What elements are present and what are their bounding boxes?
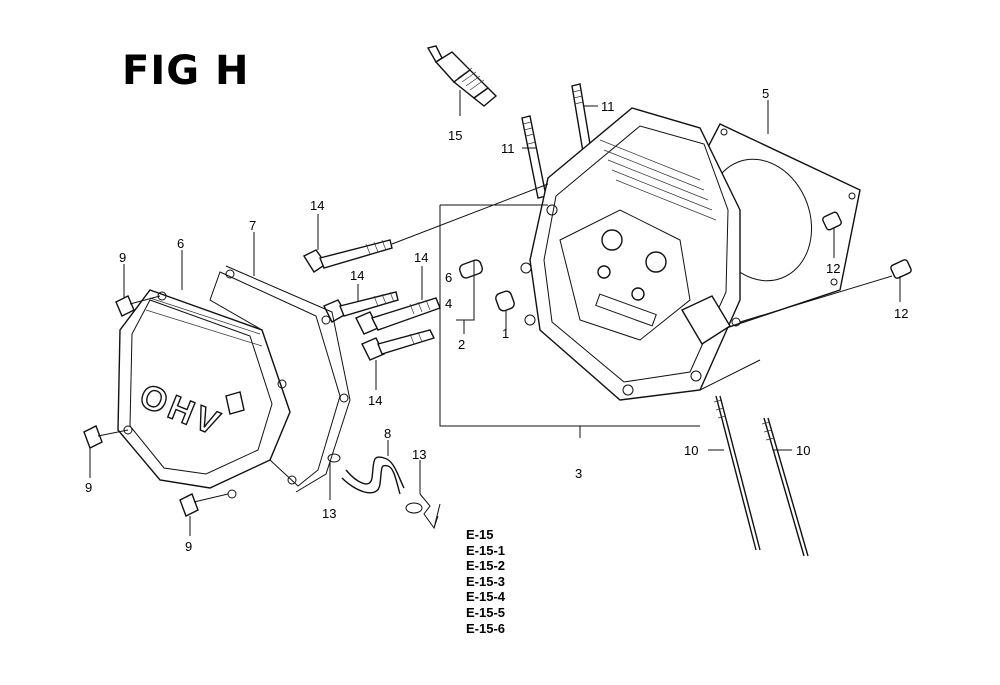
dowel-far-right xyxy=(890,259,912,279)
reference-item: E-15-5 xyxy=(466,604,506,620)
callout-cover-bolt-left: 9 xyxy=(85,480,92,495)
head-bolt-long xyxy=(302,239,393,273)
callout-head-gasket: 5 xyxy=(762,86,769,101)
callout-dowel-right: 12 xyxy=(826,261,840,276)
reference-item: E-15-6 xyxy=(466,620,506,636)
head-bolt-short-upper xyxy=(355,297,441,335)
callout-cover-gasket: 7 xyxy=(249,218,256,233)
callout-stud-upper: 11 xyxy=(601,99,615,114)
cover-gasket xyxy=(209,265,351,493)
callout-guide-set-mid: 4 xyxy=(445,296,452,311)
spark-plug xyxy=(426,45,498,107)
callout-stud-left: 11 xyxy=(501,141,515,156)
reference-item: E-15-4 xyxy=(466,589,506,605)
reference-item: E-15-2 xyxy=(466,558,506,574)
callout-pushrod-right: 10 xyxy=(796,443,810,458)
callout-head-bolt-short-lower: 14 xyxy=(368,393,382,408)
callout-spark-plug: 15 xyxy=(448,128,462,143)
callout-guide-set-top: 6 xyxy=(445,270,452,285)
callout-head-bolt-mid: 14 xyxy=(350,268,364,283)
head-bolt-short-lower xyxy=(361,329,435,361)
callout-guide-pin: 1 xyxy=(502,326,509,341)
callout-breather-tube: 8 xyxy=(384,426,391,441)
callout-dowel-far-right: 12 xyxy=(894,306,908,321)
reference-item: E-15-1 xyxy=(466,542,506,558)
cover-bolt-left xyxy=(83,425,129,449)
pushrod-right xyxy=(761,417,809,557)
pushrod-left xyxy=(713,395,761,551)
guide-set xyxy=(458,259,515,312)
callout-clip-right: 13 xyxy=(412,447,426,462)
callout-head-bolt-short-upper: 14 xyxy=(414,250,428,265)
callout-cylinder-head: 3 xyxy=(575,466,582,481)
reference-item: E-15-3 xyxy=(466,573,506,589)
head-bolt-mid xyxy=(323,291,399,323)
figure-title: FIG H xyxy=(122,48,250,94)
callout-valve-cover: 6 xyxy=(177,236,184,251)
callout-pushrod-left: 10 xyxy=(684,443,698,458)
reference-item: E-15 xyxy=(466,527,494,542)
breather-tube xyxy=(341,456,405,495)
callout-guide-set-label: 2 xyxy=(458,337,465,352)
callout-clip-left: 13 xyxy=(322,506,336,521)
callout-head-bolt-long: 14 xyxy=(310,198,324,213)
clip-right xyxy=(405,502,423,514)
callout-cover-bolt-bottom: 9 xyxy=(185,539,192,554)
dowel-right xyxy=(822,211,842,231)
reference-list: E-15 E-15-1 E-15-2 E-15-3 E-15-4 E-15-5 … xyxy=(466,527,505,636)
cylinder-head xyxy=(520,107,741,401)
callout-cover-bolt-top: 9 xyxy=(119,250,126,265)
valve-cover xyxy=(117,289,291,499)
cover-bolt-bottom xyxy=(179,493,229,517)
clip-left xyxy=(327,453,341,463)
